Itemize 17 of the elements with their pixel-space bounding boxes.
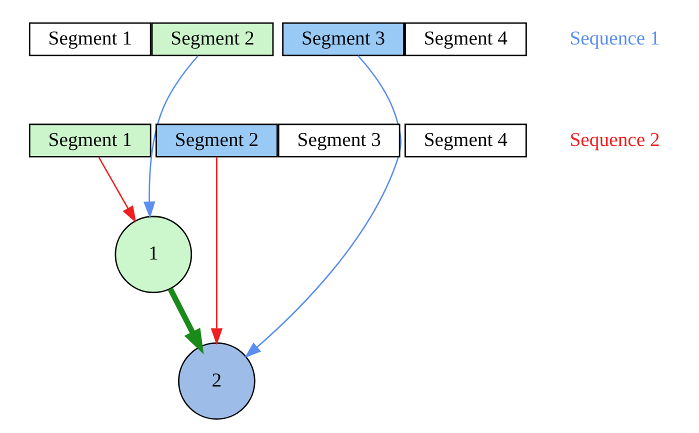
arrow [98,156,136,223]
node-circle: 1 [114,216,192,294]
node-box: Segment 2 [150,22,274,56]
node-box: Segment 1 [28,124,151,158]
node-box: Segment 3 [282,22,404,56]
label: Sequence 1 [569,27,660,50]
node-box: Segment 4 [404,22,526,56]
label: Sequence 2 [569,128,660,151]
node-box: Segment 3 [277,124,400,158]
node-circle: 2 [178,342,255,420]
node-box: Segment 4 [404,124,526,158]
node-box: Segment 1 [28,22,151,56]
arrow [142,55,198,218]
arrow [167,288,204,354]
arrow [210,156,222,346]
arrow [244,55,401,358]
node-box: Segment 2 [155,124,278,158]
